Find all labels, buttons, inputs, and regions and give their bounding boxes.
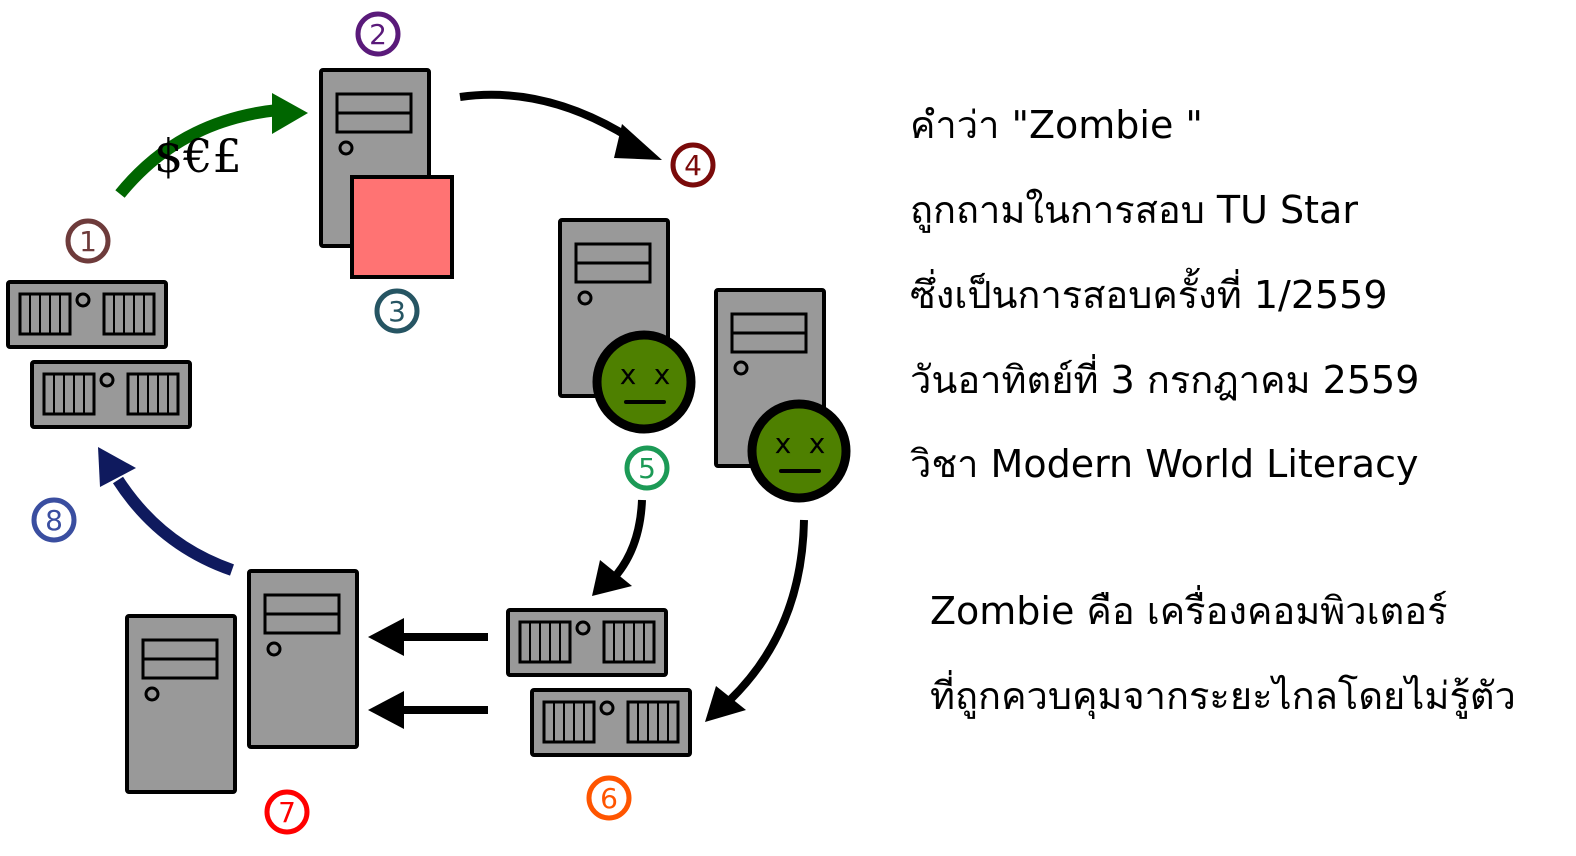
response-arrow-top-head xyxy=(368,618,404,656)
step-badge-circle xyxy=(65,218,111,264)
victim-computer-2 xyxy=(247,569,359,749)
step-badge-circle xyxy=(624,445,670,491)
step-badge-7: 7 xyxy=(264,789,310,835)
attack-arrow-top-head xyxy=(614,124,662,160)
attack-arrow-zombie1 xyxy=(609,499,646,583)
step-badge-4: 4 xyxy=(670,142,716,188)
attack-arrow-top xyxy=(459,90,633,142)
step-badge-number: 7 xyxy=(278,796,296,829)
question-line-4: วันอาทิตย์ที่ 3 กรกฎาคม 2559 xyxy=(910,358,1420,402)
victim-computer-1 xyxy=(125,614,237,794)
definition-line-1: Zombie คือ เครื่องคอมพิวเตอร์ xyxy=(930,589,1448,633)
return-arrow xyxy=(112,476,234,576)
step-badge-5: 5 xyxy=(624,445,670,491)
question-line-2: ถูกถามในการสอบ TU Star xyxy=(910,188,1358,232)
step-badge-number: 8 xyxy=(45,504,63,537)
step-badge-number: 6 xyxy=(600,782,618,815)
step-badge-1: 1 xyxy=(65,218,111,264)
step-badge-circle xyxy=(586,775,632,821)
definition-line-2: ที่ถูกควบคุมจากระยะไกลโดยไม่รู้ตัว xyxy=(930,674,1516,718)
step-badge-number: 3 xyxy=(388,295,406,328)
zombie-face-icon xyxy=(597,335,691,429)
bot-master-server-bottom xyxy=(30,360,192,429)
attack-arrow-zombie2-head xyxy=(705,686,746,722)
step-badge-number: 2 xyxy=(369,18,387,51)
money-arrow-head xyxy=(272,93,308,134)
step-badge-2: 2 xyxy=(355,11,401,57)
step-badge-circle xyxy=(670,142,716,188)
step-badge-circle xyxy=(374,288,420,334)
infected-payload-box xyxy=(350,175,454,279)
step-badge-3: 3 xyxy=(374,288,420,334)
money-label: $€£ xyxy=(154,129,242,183)
zombie-face-icon xyxy=(752,404,846,498)
step-badge-8: 8 xyxy=(31,497,77,543)
step-badge-circle xyxy=(264,789,310,835)
response-arrow-bottom-head xyxy=(368,691,404,729)
return-arrow-head xyxy=(98,447,136,487)
money-arrow xyxy=(115,104,279,198)
question-line-3: ซึ่งเป็นการสอบครั้งที่ 1/2559 xyxy=(910,273,1388,317)
target-server-bottom xyxy=(530,688,692,757)
question-line-1: คำว่า "Zombie " xyxy=(910,103,1203,147)
target-server-top xyxy=(506,608,668,677)
question-line-5: วิชา Modern World Literacy xyxy=(910,442,1419,486)
step-badge-circle xyxy=(31,497,77,543)
step-badge-number: 1 xyxy=(79,225,97,258)
step-badge-number: 5 xyxy=(638,452,656,485)
step-badge-circle xyxy=(355,11,401,57)
step-badge-6: 6 xyxy=(586,775,632,821)
attack-arrow-zombie1-head xyxy=(592,560,632,596)
attack-arrow-zombie2 xyxy=(727,519,808,703)
step-badge-number: 4 xyxy=(684,149,702,182)
bot-master-server-top xyxy=(6,280,168,349)
